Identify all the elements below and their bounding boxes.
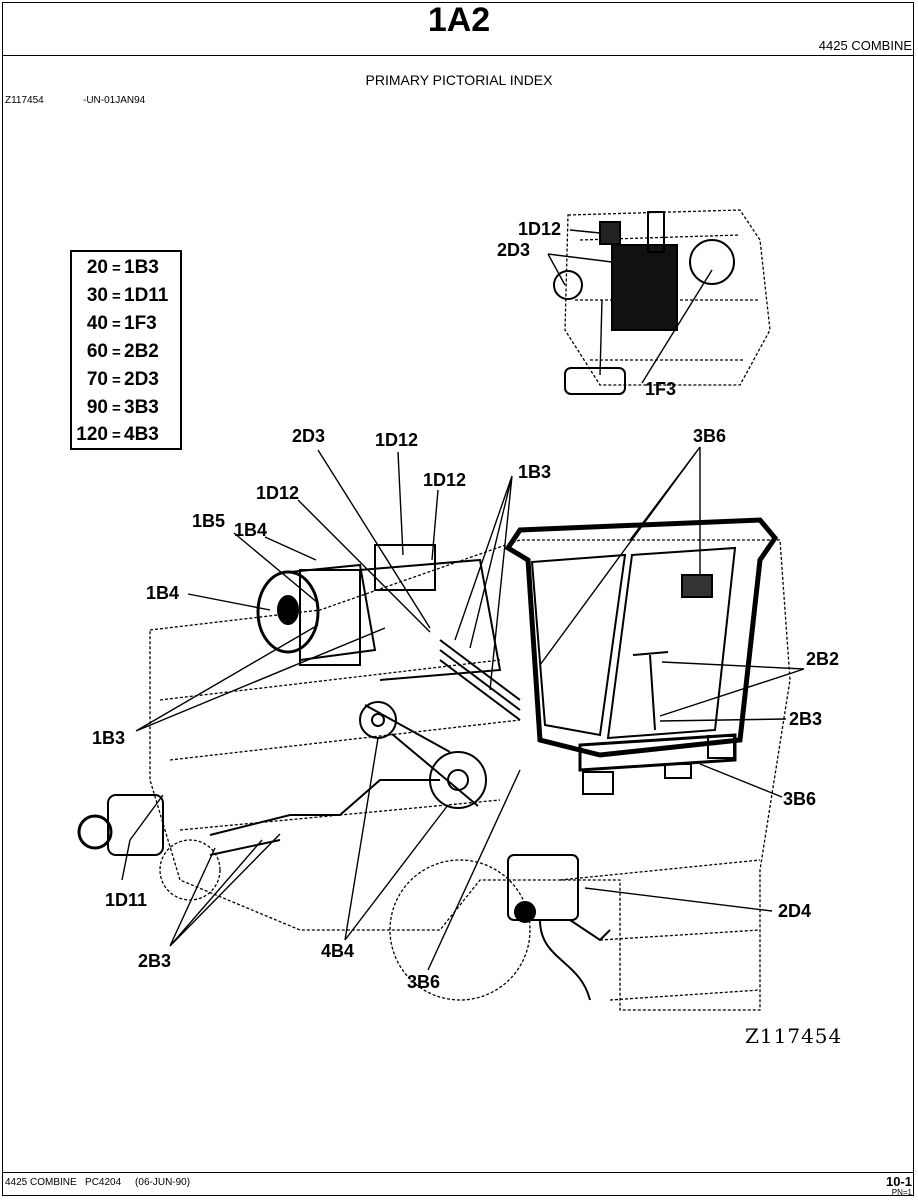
legend-key: 120 [76,424,108,445]
footer-divider [2,1172,914,1173]
callout-1b4: 1B4 [146,583,180,603]
legend-row: 40 = 1F3 [72,313,180,341]
callout-3b6: 3B6 [783,789,817,809]
legend-equals: = [112,344,121,361]
reference-legend: 20 = 1B3 30 = 1D11 40 = 1F3 60 = 2B2 70 … [70,250,182,450]
legend-key: 70 [86,369,108,390]
figure-number: Z117454 [745,1024,843,1048]
legend-equals: = [112,400,121,417]
legend-value: 1B3 [124,257,159,278]
legend-row: 90 = 3B3 [72,397,180,425]
model-label: 4425 COMBINE [818,38,912,53]
figure-date: -UN-01JAN94 [83,95,146,106]
legend-equals: = [112,288,121,305]
callout-1b4: 1B4 [234,520,268,540]
callout-1d12: 1D12 [423,470,467,490]
callout-1b5: 1B5 [192,511,226,531]
page-title: 1A2 [427,1,491,39]
legend-key: 60 [86,341,108,362]
callout-3b6: 3B6 [693,426,727,446]
legend-value: 1F3 [124,313,157,334]
legend-key: 20 [86,257,108,278]
footer-doc-info: 4425 COMBINE PC4204 (06-JUN-90) [5,1177,191,1188]
callout-2d3: 2D3 [292,426,326,446]
legend-equals: = [112,372,121,389]
callout-1d11: 1D11 [105,890,148,910]
callout-3b6: 3B6 [407,972,441,992]
legend-key: 30 [86,285,108,306]
callout-inset-1f3: 1F3 [645,379,677,399]
legend-equals: = [112,316,121,333]
callout-2d4: 2D4 [778,901,812,921]
header-divider [2,55,914,56]
legend-value: 2B2 [124,341,159,362]
legend-key: 90 [86,397,108,418]
index-subtitle: PRIMARY PICTORIAL INDEX [365,72,553,88]
legend-equals: = [112,260,121,277]
callout-inset-1d12: 1D12 [518,219,562,239]
figure-id: Z117454 [5,95,44,106]
legend-value: 4B3 [124,424,159,445]
legend-value: 2D3 [124,369,159,390]
callout-2b3: 2B3 [789,709,823,729]
callout-1d12: 1D12 [256,483,300,503]
callout-2b2: 2B2 [806,649,840,669]
callout-inset-2d3: 2D3 [497,240,531,260]
legend-row: 20 = 1B3 [72,257,180,285]
page-pn: PN=1 [891,1188,912,1197]
legend-row: 30 = 1D11 [72,285,180,313]
callout-1b3: 1B3 [92,728,126,748]
callout-4b4: 4B4 [321,941,355,961]
callout-1d12: 1D12 [375,430,419,450]
legend-key: 40 [86,313,108,334]
callout-2b3: 2B3 [138,951,172,971]
callout-1b3: 1B3 [518,462,552,482]
legend-row: 70 = 2D3 [72,369,180,397]
legend-value: 3B3 [124,397,159,418]
page-number: 10-1 [885,1174,912,1189]
legend-row: 60 = 2B2 [72,341,180,369]
legend-equals: = [112,427,121,444]
legend-value: 1D11 [124,285,169,306]
legend-row: 120 = 4B3 [72,424,180,452]
